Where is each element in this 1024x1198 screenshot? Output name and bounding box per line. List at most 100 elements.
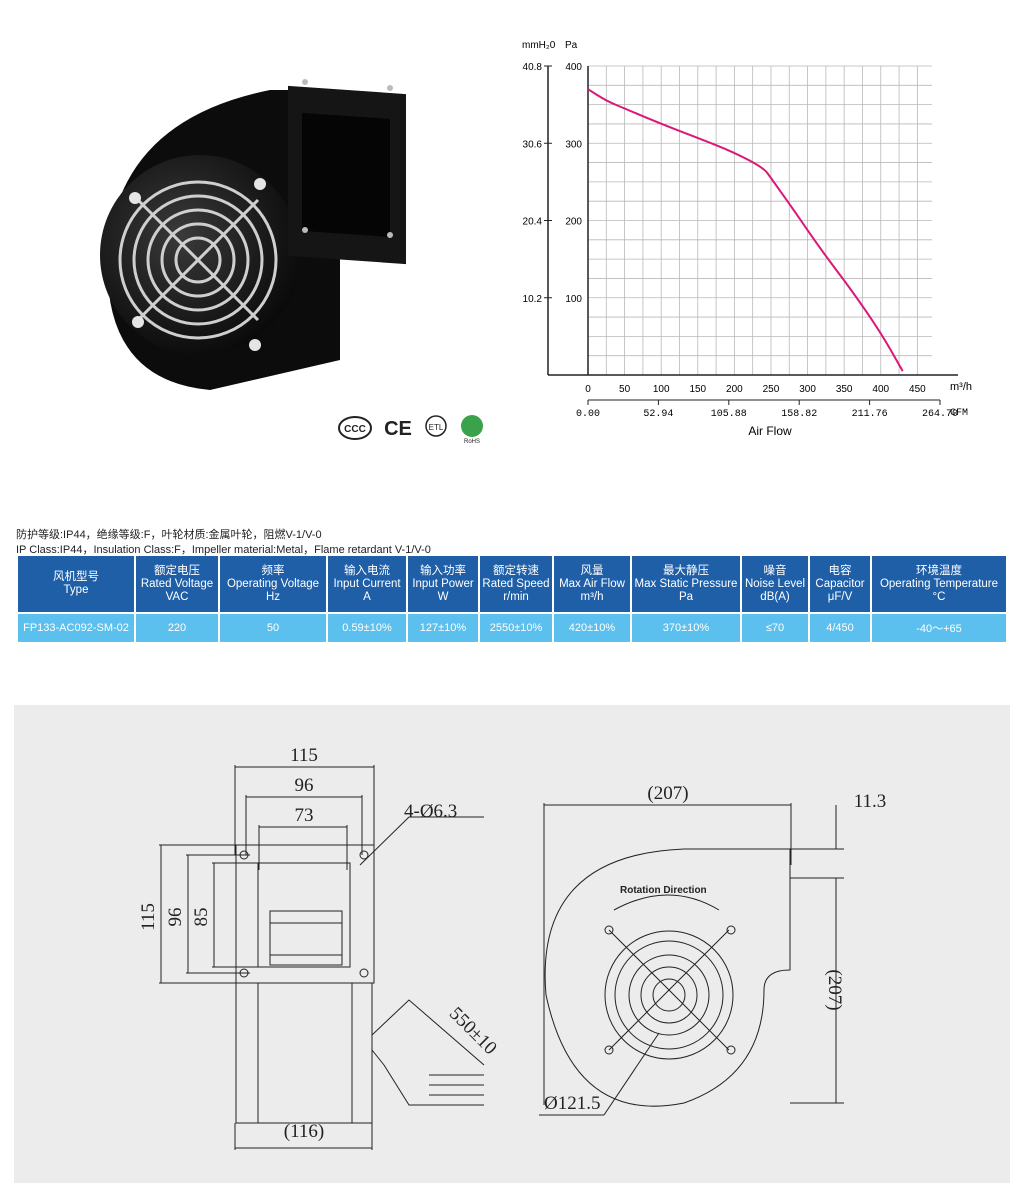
spec-header-unit: μF/V [827,590,853,603]
fan-product-image [100,79,406,390]
spec-cell: 2550±10% [480,612,552,642]
spec-header-cn: 环境温度 [916,564,962,577]
y-tick-pa: 400 [565,62,582,73]
spec-cell: 370±10% [632,612,740,642]
dim-height-115: 115 [138,903,159,931]
spec-header-cn: 输入功率 [420,564,466,577]
x-axis-label: Air Flow [748,424,792,438]
x-tick-label: 400 [872,384,889,395]
cert-ce: CE [384,418,412,440]
technical-drawing: 115 96 73 4-Ø6.3 115 96 85 (116) 550±10 … [14,705,1010,1183]
spec-header-unit: Pa [678,590,694,603]
spec-header-en: Operating Temperature [879,577,999,590]
spec-cell: 127±10% [408,612,478,642]
dim-height-85: 85 [191,908,212,927]
spec-note-chinese: 防护等级:IP44，绝缘等级:F，叶轮材质:金属叶轮，阻燃V-1/V-0 [16,529,322,541]
dim-width-207: (207) [647,783,688,804]
dim-holes: 4-Ø6.3 [404,801,457,822]
spec-header-en: Operating Voltage [226,577,320,590]
x2-tick-label: 52.94 [643,409,673,420]
certification-marks: CCC CE ETL RoHS [338,415,483,445]
y-tick-mm: 40.8 [523,62,543,73]
y-unit-left: mmH₂0 [522,40,556,51]
spec-header-cn: 风量 [580,564,604,577]
spec-header-cn: 输入电流 [344,564,390,577]
spec-header-unit: A [363,590,371,603]
spec-header-cn: 额定电压 [154,564,200,577]
y-tick-mm: 30.6 [523,139,543,150]
spec-header-unit: r/min [503,590,529,603]
y-tick-mm: 20.4 [523,217,543,228]
spec-header-en: Rated Speed [482,577,550,590]
dim-cable-length: 550±10 [445,1003,501,1059]
x-tick-label: 350 [836,384,853,395]
spec-header-en: Max Static Pressure [634,577,738,590]
spec-cell: FP133-AC092-SM-02 [18,612,134,642]
spec-header-cn: 最大静压 [663,564,709,577]
spec-header-unit: Hz [265,590,281,603]
x2-tick-label: 105.88 [711,409,747,420]
spec-header-cn: 噪音 [763,564,787,577]
x-unit: m³/h [950,381,972,393]
etl-icon: ETL [425,415,447,437]
cert-ccc: CCC [344,424,366,435]
y-unit-right: Pa [565,40,578,51]
y-tick-mm: 10.2 [523,294,543,305]
spec-header-cn: 额定转速 [493,564,539,577]
ccc-icon: CCC [338,416,372,440]
pressure-airflow-curve [587,88,904,372]
spec-note-english: IP Class:IP44，Insulation Class:F，Impelle… [16,544,431,556]
x2-tick-label: 264.70 [922,409,958,420]
dim-width-73: 73 [295,805,314,826]
dim-height-96: 96 [165,908,186,927]
spec-header-unit: m³/h [580,590,604,603]
cert-etl: ETL [429,423,444,432]
x2-tick-label: 0.00 [576,409,600,420]
spec-header-unit: VAC [165,590,189,603]
x2-tick-label: 158.82 [781,409,817,420]
spec-header-en: Max Air Flow [559,577,625,590]
x-tick-label: 0 [585,384,591,395]
spec-header-en: Input Current [333,577,401,590]
x-tick-label: 300 [799,384,816,395]
spec-header-en: Type [63,584,89,596]
rohs-icon: RoHS [461,415,483,445]
spec-header-en: Rated Voltage [140,577,214,590]
spec-cell: 4/450 [810,612,870,642]
spec-header-unit: dB(A) [760,590,790,603]
x-tick-label: 100 [653,384,670,395]
spec-header-unit: °C [932,590,946,603]
spec-cell: 220 [136,612,218,642]
dim-diameter: Ø121.5 [544,1093,600,1114]
spec-cell: 420±10% [554,612,630,642]
spec-header-cn: 风机型号 [53,571,99,583]
x-tick-label: 200 [726,384,743,395]
spec-header-cn: 频率 [261,564,285,577]
spec-header-cn: 电容 [828,564,852,577]
spec-header-en: Input Power [412,577,474,590]
spec-cell: 50 [220,612,326,642]
y-tick-pa: 200 [565,217,582,228]
dim-width-115: 115 [290,745,318,766]
spec-cell: 0.59±10% [328,612,406,642]
chart-grid [587,65,932,376]
spec-header-unit: W [437,590,449,603]
x2-tick-label: 211.76 [852,409,888,420]
dim-height-207: (207) [824,969,845,1010]
spec-header-en: Noise Level [744,577,806,590]
spec-header-en: Capacitor [815,577,865,590]
